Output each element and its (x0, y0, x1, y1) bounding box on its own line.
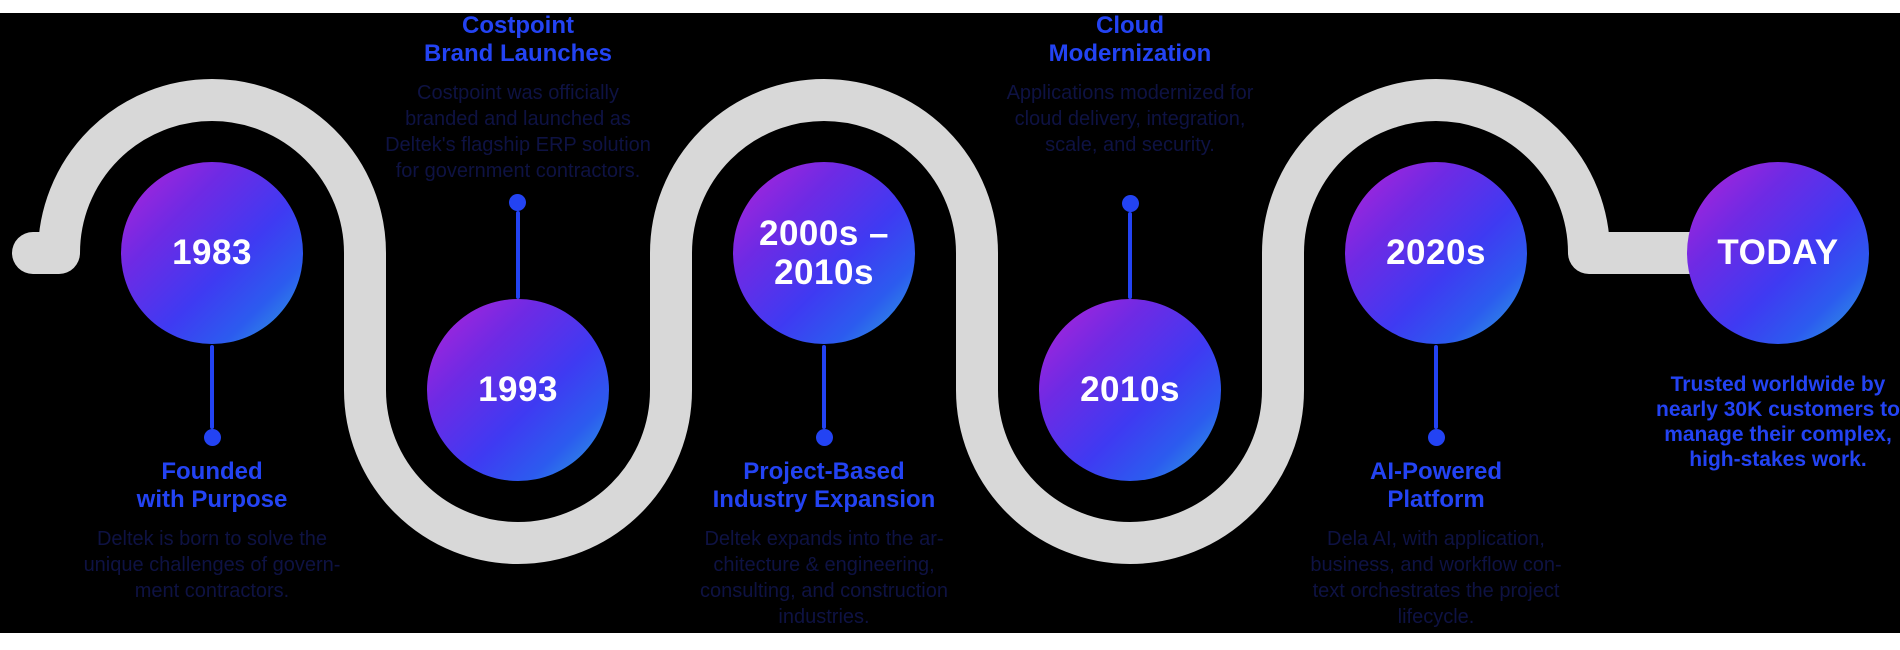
milestone-text-2010s: Cloud Modernization Applications moderni… (960, 12, 1300, 158)
milestone-text-2020s: AI-Powered Platform Dela AI, with applic… (1266, 458, 1606, 630)
milestone-description: Deltek expands into the ar- chitecture &… (700, 528, 948, 628)
milestone-description: Applications modernized for cloud delive… (1006, 82, 1254, 156)
milestone-circle-today: TODAY (1687, 162, 1869, 344)
milestone-description: Dela AI, with application, business, and… (1310, 528, 1562, 628)
milestone-text-1983: Founded with Purpose Deltek is born to s… (42, 458, 382, 604)
milestone-text-2000s: Project-Based Industry Expansion Deltek … (654, 458, 994, 630)
connector-dot-2000s (816, 429, 833, 446)
milestone-title: AI-Powered Platform (1369, 458, 1503, 513)
milestone-circle-1993: 1993 (427, 299, 609, 481)
milestone-year: 2010s (1080, 370, 1180, 410)
connector-line-1983 (210, 345, 214, 429)
white-band-top (0, 0, 1900, 13)
milestone-description: Trusted worldwide by nearly 30K customer… (1656, 373, 1900, 471)
milestone-year: 1993 (478, 370, 558, 410)
connector-dot-1983 (204, 429, 221, 446)
milestone-text-1993: Costpoint Brand Launches Costpoint was o… (348, 12, 688, 184)
milestone-year: 2000s – 2010s (758, 213, 890, 292)
milestone-description: Deltek is born to solve the unique chall… (83, 528, 341, 602)
milestone-year: 1983 (172, 233, 252, 273)
connector-line-2010s (1128, 212, 1132, 299)
milestone-title: Costpoint Brand Launches (423, 12, 613, 67)
connector-line-2000s (822, 345, 826, 429)
connector-dot-1993 (509, 194, 526, 211)
milestone-circle-2010s: 2010s (1039, 299, 1221, 481)
milestone-circle-2000s-2010s: 2000s – 2010s (733, 162, 915, 344)
connector-dot-2020s (1428, 429, 1445, 446)
milestone-text-today: Trusted worldwide by nearly 30K customer… (1608, 372, 1900, 472)
connector-line-2020s (1434, 345, 1438, 429)
milestone-circle-2020s: 2020s (1345, 162, 1527, 344)
milestone-year: 2020s (1386, 233, 1486, 273)
connector-dot-2010s (1122, 195, 1139, 212)
white-band-bottom (0, 633, 1900, 650)
milestone-year: TODAY (1717, 233, 1839, 273)
connector-line-1993 (516, 211, 520, 299)
serpentine-path (12, 79, 1721, 564)
milestone-title: Founded with Purpose (136, 458, 288, 513)
milestone-description: Costpoint was officially branded and lau… (385, 82, 651, 182)
milestone-circle-1983: 1983 (121, 162, 303, 344)
milestone-title: Project-Based Industry Expansion (712, 458, 936, 513)
milestone-title: Cloud Modernization (1048, 12, 1212, 67)
